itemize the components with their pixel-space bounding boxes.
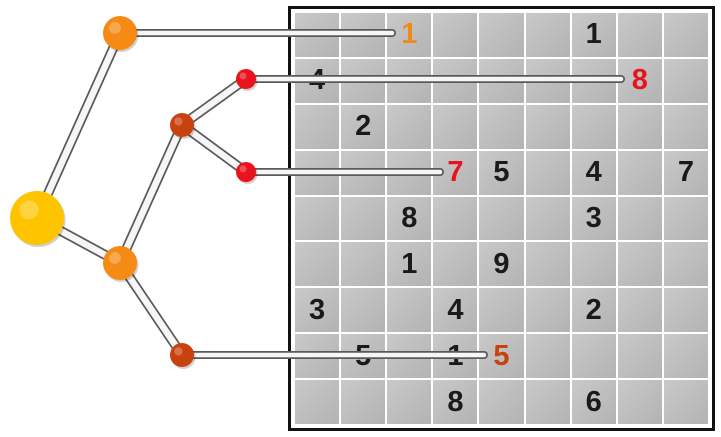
sudoku-cell-r5-c8[interactable]: [663, 242, 708, 287]
sudoku-cell-r2-c0[interactable]: [295, 104, 340, 149]
sudoku-cell-r2-c2[interactable]: [387, 104, 432, 149]
sudoku-cell-r2-c8[interactable]: [663, 104, 708, 149]
sudoku-cell-r7-c6[interactable]: [571, 334, 616, 379]
sudoku-cell-r1-c5[interactable]: [525, 58, 570, 103]
sudoku-cell-r4-c3[interactable]: [433, 196, 478, 241]
sudoku-cell-r6-c6[interactable]: 2: [571, 288, 616, 333]
sudoku-cell-r8-c5[interactable]: [525, 380, 570, 424]
sudoku-cell-r7-c8[interactable]: [663, 334, 708, 379]
sudoku-cell-r5-c6[interactable]: [571, 242, 616, 287]
sudoku-cell-r4-c0[interactable]: [295, 196, 340, 241]
graph-node-leaf-b: [236, 162, 258, 184]
sudoku-cell-highlighted-r7-c4[interactable]: 5: [479, 334, 524, 379]
sudoku-cell-r3-c8[interactable]: 7: [663, 150, 708, 195]
sudoku-cell-r4-c8[interactable]: [663, 196, 708, 241]
sudoku-cell-r8-c4[interactable]: [479, 380, 524, 424]
sudoku-cell-r7-c5[interactable]: [525, 334, 570, 379]
graph-node-branch: [170, 113, 196, 139]
sudoku-cell-r6-c7[interactable]: [617, 288, 662, 333]
sudoku-cell-r3-c7[interactable]: [617, 150, 662, 195]
sudoku-cell-highlighted-r1-c7[interactable]: 8: [617, 58, 662, 103]
sudoku-cell-r1-c4[interactable]: [479, 58, 524, 103]
sudoku-cell-r6-c1[interactable]: [341, 288, 386, 333]
sudoku-cell-r0-c7[interactable]: [617, 13, 662, 57]
sudoku-cell-r5-c0[interactable]: [295, 242, 340, 287]
edge-lower-branch: [115, 120, 187, 268]
sudoku-cell-highlighted-r0-c2[interactable]: 1: [387, 13, 432, 57]
graph-node-leaf-c: [170, 343, 196, 369]
graph-node-root: [10, 191, 66, 247]
sudoku-cell-r8-c1[interactable]: [341, 380, 386, 424]
sudoku-cell-r5-c4[interactable]: 9: [479, 242, 524, 287]
graph-node-upper: [103, 16, 139, 52]
sudoku-cell-r0-c4[interactable]: [479, 13, 524, 57]
sudoku-cell-r7-c7[interactable]: [617, 334, 662, 379]
sudoku-cell-r7-c3[interactable]: 1: [433, 334, 478, 379]
sudoku-cell-r5-c5[interactable]: [525, 242, 570, 287]
sudoku-cell-r3-c4[interactable]: 5: [479, 150, 524, 195]
sudoku-cell-r2-c3[interactable]: [433, 104, 478, 149]
sudoku-cell-r2-c5[interactable]: [525, 104, 570, 149]
sudoku-cell-r8-c3[interactable]: 8: [433, 380, 478, 424]
sudoku-cell-r0-c5[interactable]: [525, 13, 570, 57]
sudoku-cell-r2-c4[interactable]: [479, 104, 524, 149]
sudoku-cell-r1-c8[interactable]: [663, 58, 708, 103]
sudoku-cell-highlighted-r3-c3[interactable]: 7: [433, 150, 478, 195]
graph-node-lower: [103, 246, 139, 282]
sudoku-cell-r2-c7[interactable]: [617, 104, 662, 149]
sudoku-cell-r1-c2[interactable]: [387, 58, 432, 103]
sudoku-cell-r1-c1[interactable]: [341, 58, 386, 103]
sudoku-cell-r4-c7[interactable]: [617, 196, 662, 241]
sudoku-cell-r8-c8[interactable]: [663, 380, 708, 424]
edge-branch-leaf-b: [177, 120, 251, 177]
sudoku-cell-r7-c2[interactable]: [387, 334, 432, 379]
sudoku-cell-r5-c1[interactable]: [341, 242, 386, 287]
graph-node-leaf-a: [236, 69, 258, 91]
sudoku-cell-r0-c0[interactable]: [295, 13, 340, 57]
sudoku-cell-r6-c8[interactable]: [663, 288, 708, 333]
sudoku-cell-r3-c6[interactable]: 4: [571, 150, 616, 195]
sudoku-cell-r1-c0[interactable]: 4: [295, 58, 340, 103]
sudoku-cell-r4-c4[interactable]: [479, 196, 524, 241]
sudoku-cell-r8-c0[interactable]: [295, 380, 340, 424]
sudoku-cell-r0-c8[interactable]: [663, 13, 708, 57]
sudoku-cell-r1-c3[interactable]: [433, 58, 478, 103]
sudoku-cell-r5-c3[interactable]: [433, 242, 478, 287]
sudoku-cell-r6-c4[interactable]: [479, 288, 524, 333]
sudoku-cell-r7-c1[interactable]: 5: [341, 334, 386, 379]
sudoku-cell-r4-c2[interactable]: 8: [387, 196, 432, 241]
sudoku-cell-r7-c0[interactable]: [295, 334, 340, 379]
sudoku-cell-r8-c2[interactable]: [387, 380, 432, 424]
edge-lower-leaf-c: [115, 258, 187, 360]
sudoku-cell-r4-c5[interactable]: [525, 196, 570, 241]
sudoku-cell-r0-c3[interactable]: [433, 13, 478, 57]
sudoku-cell-r0-c1[interactable]: [341, 13, 386, 57]
sudoku-cell-r6-c3[interactable]: 4: [433, 288, 478, 333]
sudoku-cell-r6-c5[interactable]: [525, 288, 570, 333]
sudoku-cell-r4-c1[interactable]: [341, 196, 386, 241]
sudoku-cell-r1-c6[interactable]: [571, 58, 616, 103]
sudoku-cell-r3-c1[interactable]: [341, 150, 386, 195]
sudoku-cell-r0-c6[interactable]: 1: [571, 13, 616, 57]
sudoku-cell-r2-c1[interactable]: 2: [341, 104, 386, 149]
sudoku-cell-r6-c0[interactable]: 3: [295, 288, 340, 333]
sudoku-cell-r3-c2[interactable]: [387, 150, 432, 195]
sudoku-cell-r2-c6[interactable]: [571, 104, 616, 149]
edge-branch-leaf-a: [177, 74, 251, 130]
sudoku-cell-r8-c7[interactable]: [617, 380, 662, 424]
edge-root-upper: [32, 28, 125, 223]
sudoku-cell-r5-c2[interactable]: 1: [387, 242, 432, 287]
edge-root-lower: [32, 213, 125, 268]
sudoku-cell-r8-c6[interactable]: 6: [571, 380, 616, 424]
sudoku-cell-r4-c6[interactable]: 3: [571, 196, 616, 241]
sudoku-cell-r3-c0[interactable]: [295, 150, 340, 195]
sudoku-cell-r3-c5[interactable]: [525, 150, 570, 195]
sudoku-cell-r5-c7[interactable]: [617, 242, 662, 287]
sudoku-cell-r6-c2[interactable]: [387, 288, 432, 333]
